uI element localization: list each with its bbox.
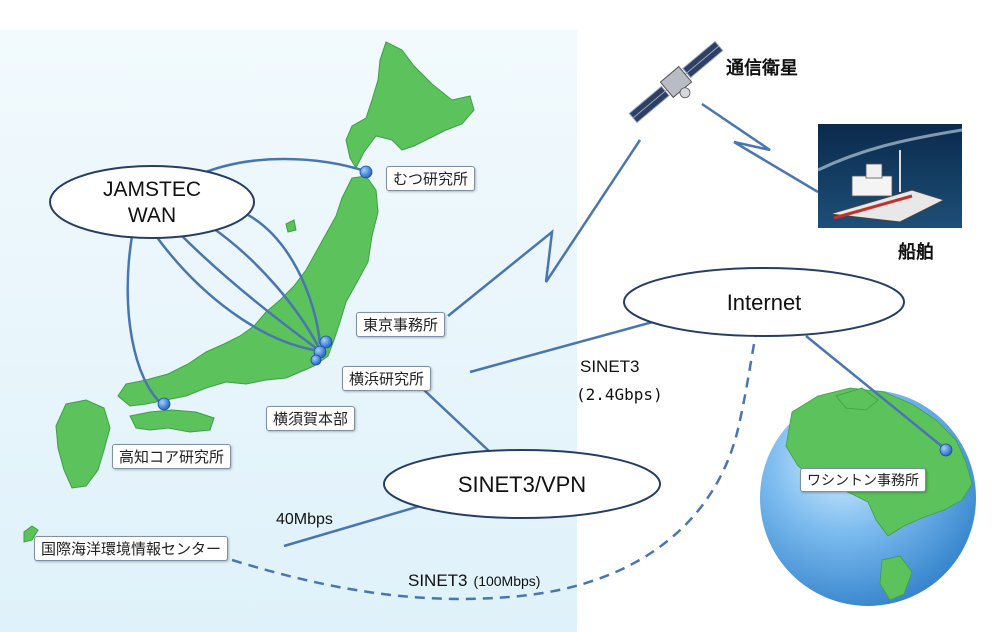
link-wan-kanto-4 — [154, 235, 315, 352]
link-wan-kanto-3 — [179, 233, 317, 350]
sinet3-speed-label: (2.4Gbps) — [576, 385, 663, 404]
site-mutsu: むつ研究所 — [386, 166, 476, 191]
node-sinet3-vpn: SINET3/VPN — [383, 449, 661, 519]
jamstec-wan-line1: JAMSTEC — [103, 178, 201, 201]
greenland-shape — [835, 387, 879, 411]
node-jamstec-wan: JAMSTEC WAN — [49, 165, 255, 239]
okinawa-island — [23, 525, 39, 543]
yokosuka-dot — [310, 354, 322, 366]
site-dots — [157, 165, 953, 457]
link-tokyo-satellite — [447, 139, 642, 317]
link-satellite-ship — [701, 102, 819, 194]
mutsu-dot — [359, 165, 373, 179]
kochi-dot — [157, 397, 171, 411]
sinet3-100-label: SINET3 (100Mbps) — [408, 571, 540, 590]
satellite-label: 通信衛星 — [726, 57, 798, 79]
sinet3-100-speed: (100Mbps) — [474, 573, 541, 589]
south-america-shape — [879, 555, 913, 601]
ship-label: 船舶 — [898, 241, 934, 263]
connection-lines — [126, 102, 945, 548]
site-tokyo: 東京事務所 — [356, 312, 446, 337]
internet-label: Internet — [727, 290, 802, 315]
link-wan-kanto-1 — [237, 208, 322, 345]
sinet3-vpn-label: SINET3/VPN — [458, 472, 586, 497]
shikoku-shape — [129, 409, 215, 433]
site-washington: ワシントン事務所 — [800, 468, 926, 492]
link-internet-washington — [805, 335, 945, 449]
link-vpn-center — [283, 504, 421, 548]
link-yokohama-internet — [469, 318, 661, 374]
tokyo-dot — [319, 335, 333, 349]
site-kochi: 高知コア研究所 — [112, 444, 232, 469]
sado-island — [285, 219, 297, 233]
hokkaido-shape — [345, 41, 475, 170]
link-center-internet-dashed — [231, 333, 758, 601]
link-wan-kochi — [126, 235, 163, 405]
site-yokohama: 横浜研究所 — [342, 366, 432, 391]
jamstec-wan-line2: WAN — [128, 204, 176, 227]
bw-40-label: 40Mbps — [276, 511, 333, 528]
honshu-shape — [117, 175, 379, 407]
site-gods: 国際海洋環境情報センター — [34, 536, 229, 561]
site-yokosuka: 横須賀本部 — [266, 406, 356, 431]
kyushu-shape — [55, 399, 111, 489]
globe — [760, 387, 976, 606]
link-yokohama-vpn — [423, 389, 491, 453]
link-wan-kanto-2 — [209, 224, 320, 347]
node-internet: Internet — [623, 267, 905, 337]
satellite-icon — [628, 40, 724, 124]
link-wan-mutsu — [195, 157, 369, 178]
ship-image — [817, 124, 963, 228]
sinet3-label: SINET3 — [580, 357, 640, 376]
japan-map — [23, 41, 475, 543]
sinet3-100-main: SINET3 — [408, 571, 468, 590]
washington-dot — [939, 443, 953, 457]
